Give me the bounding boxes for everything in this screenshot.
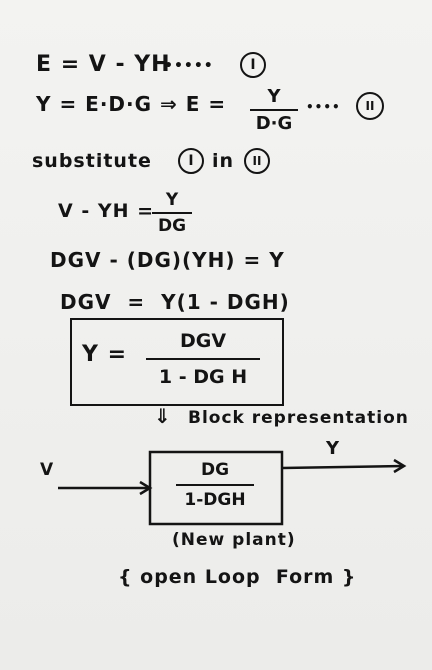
open-loop-form-label: { open Loop Form } bbox=[118, 566, 357, 588]
result-lhs: Y = bbox=[82, 342, 128, 367]
equation-5: DGV = Y(1 - DGH) bbox=[60, 290, 290, 314]
equation-1-ref: I bbox=[240, 52, 266, 78]
result-numerator: DGV bbox=[179, 330, 227, 352]
substitute-label: substitute bbox=[32, 150, 152, 172]
equation-2-fraction: Y D·G bbox=[250, 86, 298, 134]
down-arrow-icon: ⇓ bbox=[154, 404, 172, 428]
result-box bbox=[70, 318, 284, 406]
output-arrowhead-icon bbox=[393, 458, 407, 474]
block-representation-label: Block representation bbox=[188, 408, 409, 428]
equation-4: DGV - (DG)(YH) = Y bbox=[50, 248, 285, 272]
equation-2-dots: •••• bbox=[306, 100, 341, 114]
input-label: V bbox=[40, 460, 55, 480]
plant-transfer-function: DG 1-DGH bbox=[160, 460, 270, 510]
equation-2-denominator: D·G bbox=[255, 113, 293, 134]
equation-1-dots: ••••• bbox=[164, 58, 214, 74]
plant-caption: (New plant) bbox=[172, 530, 296, 550]
equation-3-lhs: V - YH = bbox=[58, 200, 155, 222]
fraction-bar bbox=[176, 484, 254, 486]
plant-block bbox=[148, 450, 284, 526]
result-fraction: DGV 1 - DG H bbox=[138, 330, 268, 388]
fraction-bar bbox=[250, 109, 298, 111]
output-signal-line bbox=[281, 464, 405, 470]
equation-2-numerator: Y bbox=[267, 86, 281, 107]
equation-3-numerator: Y bbox=[165, 190, 179, 210]
substitute-in: in bbox=[212, 150, 235, 172]
output-label: Y bbox=[326, 438, 341, 459]
result-denominator: 1 - DG H bbox=[158, 366, 248, 388]
equation-1: E = V - YH bbox=[36, 52, 171, 77]
fraction-bar bbox=[152, 212, 192, 214]
equation-3-fraction: Y DG bbox=[152, 190, 192, 236]
equation-3-denominator: DG bbox=[157, 216, 187, 236]
plant-numerator: DG bbox=[200, 460, 230, 480]
substitute-ref-a: I bbox=[178, 148, 204, 174]
fraction-bar bbox=[146, 358, 260, 360]
equation-2-ref: II bbox=[356, 92, 384, 120]
equation-2-lhs: Y = E·D·G ⇒ E = bbox=[36, 92, 227, 116]
plant-denominator: 1-DGH bbox=[184, 490, 246, 510]
substitute-ref-b: II bbox=[244, 148, 270, 174]
